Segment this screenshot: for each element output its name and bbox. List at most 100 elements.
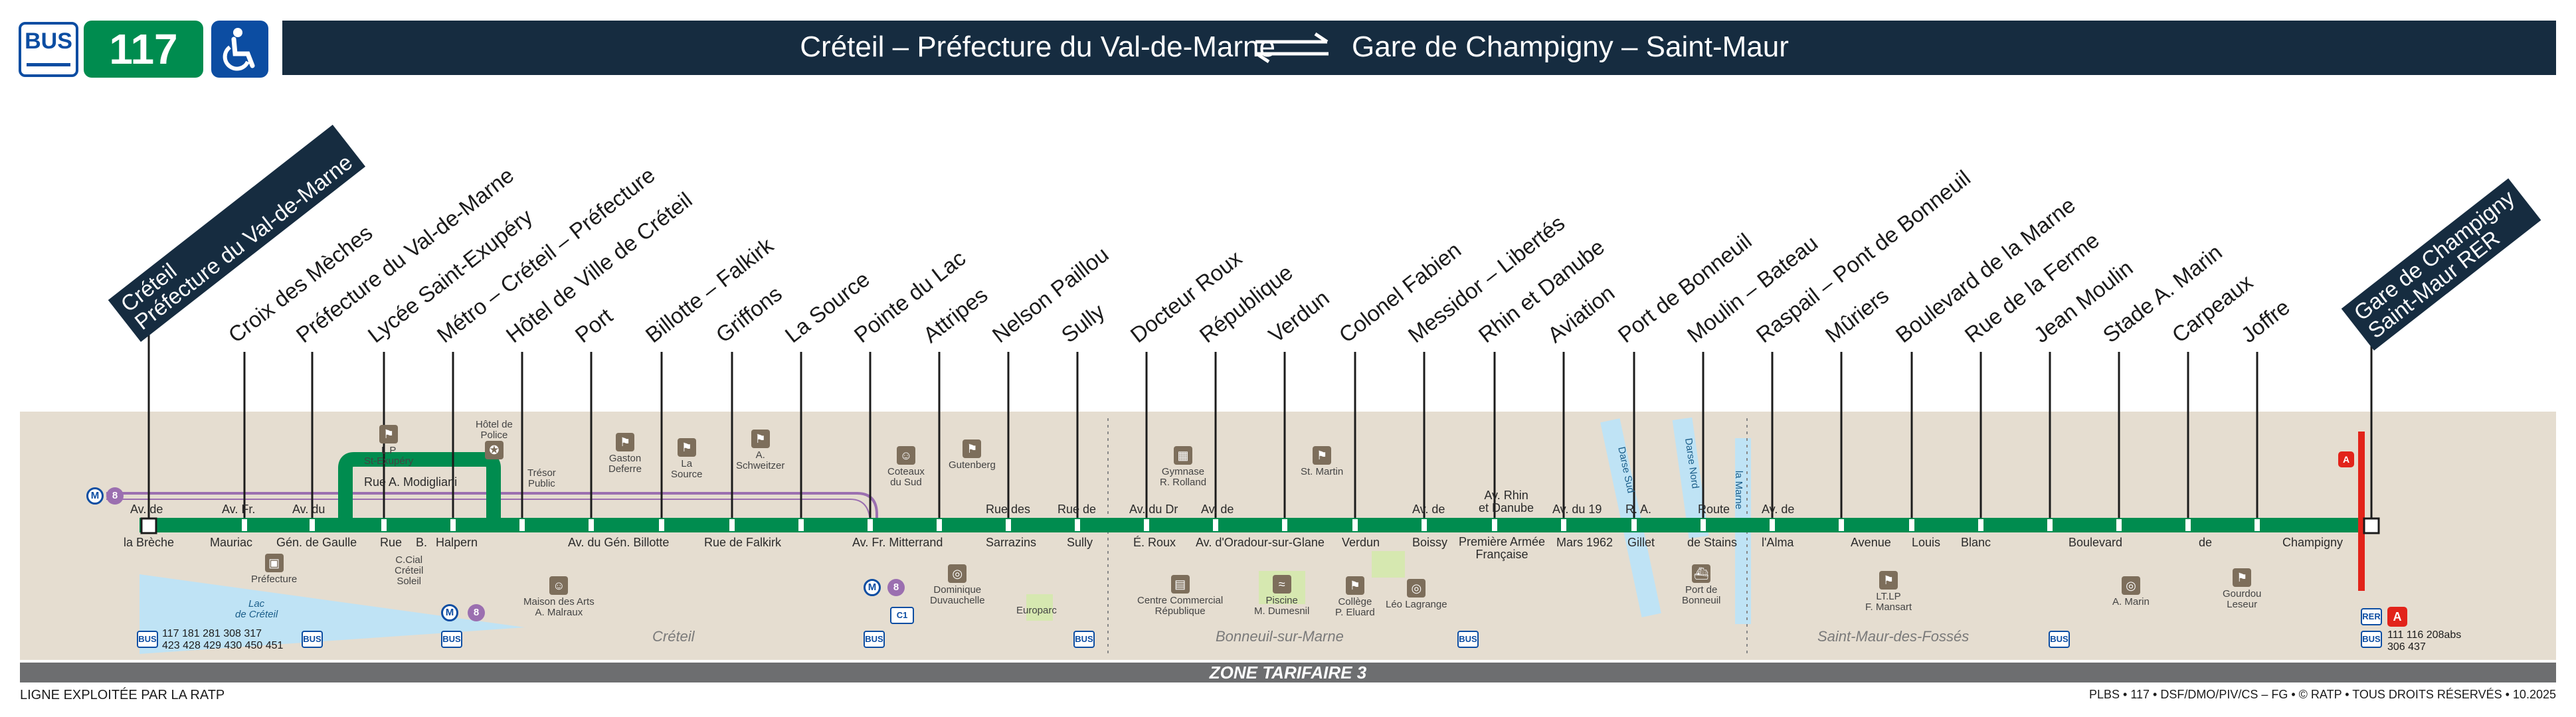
route-from: Créteil – Préfecture du Val-de-Marne — [800, 31, 1275, 63]
poi-prefecture: ▣Préfecture — [251, 554, 297, 585]
poi-maison-des-arts: ☺Maison des Arts A. Malraux — [523, 576, 595, 618]
stop-marker — [1352, 519, 1358, 531]
metro-line-badge: 8 — [887, 579, 905, 596]
poi-label: A. Schweitzer — [736, 449, 785, 471]
poi-a-marin: ◎A. Marin — [2112, 576, 2150, 607]
school-icon: ⚑ — [379, 425, 399, 443]
rer-a-icon: A — [2338, 451, 2354, 467]
building-icon: ▣ — [264, 554, 284, 572]
wheelchair-icon — [211, 21, 268, 78]
stop-marker — [2047, 519, 2053, 531]
stop-marker — [1282, 519, 1287, 531]
theatre-icon: ☺ — [549, 576, 569, 595]
stop-marker — [1213, 519, 1218, 531]
tram-connection-badge: C1 — [890, 607, 914, 624]
poi-dominique-duvauchelle: ◎Dominique Duvauchelle — [930, 564, 985, 606]
poi-lp-st-exupery: ⚑ L.P St-Exupéry — [364, 425, 413, 467]
poi-leo-lagrange: ◎Léo Lagrange — [1386, 579, 1447, 610]
boat-icon: ⛴ — [1692, 564, 1711, 583]
street-label: Route — [1698, 503, 1730, 516]
poi-label: Port de Bonneuil — [1682, 584, 1721, 606]
stop-marker — [1770, 519, 1775, 531]
shopping-icon: ▤ — [1170, 575, 1190, 594]
poi-label: Hôtel de Police — [476, 419, 513, 441]
header: BUS 117 Créteil – Préfecture du Val-de-M… — [0, 0, 2576, 86]
route-title-bar: Créteil – Préfecture du Val-de-Marne Gar… — [282, 21, 2556, 75]
poi-c-cial-creteil-soleil: C.Cial Créteil Soleil — [395, 555, 423, 587]
school-icon: ⚑ — [1313, 446, 1332, 465]
poi-college-p-eluard: ⚑Collège P. Eluard — [1335, 576, 1375, 618]
street-label: Av. de — [1762, 503, 1795, 516]
poi-coteaux-du-sud: ☺Coteaux du Sud — [887, 446, 925, 488]
water-label-marne: la Marne — [1733, 470, 1745, 510]
stop-marker — [729, 519, 735, 531]
poi-st-martin: ⚑St. Martin — [1301, 446, 1343, 477]
street-label: Sully — [1067, 536, 1093, 549]
street-label: la Brèche — [124, 536, 175, 549]
street-label: Champigny — [2282, 536, 2344, 549]
stop-marker — [1701, 519, 1706, 531]
street-label: Halpern — [436, 536, 478, 549]
stop-marker — [868, 519, 873, 531]
street-label: Boulevard — [2069, 536, 2123, 549]
street-label: B. — [416, 536, 428, 549]
street-label: l'Alma — [1762, 536, 1794, 549]
stop-marker — [242, 519, 247, 531]
metro-icon: M — [441, 604, 458, 621]
poi-port-de-bonneuil: ⛴Port de Bonneuil — [1682, 564, 1720, 606]
street-label: Gén. de Gaulle — [276, 536, 357, 549]
school-icon: ⚑ — [751, 430, 770, 448]
bus-label: BUS — [25, 29, 72, 54]
school-icon: ⚑ — [1879, 571, 1898, 590]
street-label: Av. de — [1201, 503, 1234, 516]
metro-line-badge: 8 — [468, 604, 485, 621]
rer-a-icon: A — [2387, 607, 2407, 627]
school-icon: ⚑ — [963, 439, 982, 458]
line-loop — [338, 452, 501, 524]
street-label: Av. de — [130, 503, 163, 516]
stop-marker — [1839, 519, 1844, 531]
bus-connection-badge: BUS — [1457, 631, 1479, 648]
stop-marker — [589, 519, 594, 531]
poi-label: Gaston Deferre — [608, 453, 642, 475]
street-label: É. Roux — [1133, 536, 1176, 549]
lake-shape — [139, 574, 525, 654]
area-label-bonneuil: Bonneuil-sur-Marne — [1216, 628, 1344, 645]
poi-label: Europarc — [1016, 605, 1057, 616]
street-label: R. A. — [1625, 503, 1652, 516]
street-label: Av. du Dr — [1129, 503, 1178, 516]
street-label: Rue — [380, 536, 403, 549]
street-label: Av. Fr. — [222, 503, 256, 516]
stop-marker — [1631, 519, 1637, 531]
stadium-icon: ◎ — [1407, 579, 1426, 598]
stadium-icon: ◎ — [2121, 576, 2140, 595]
line-number: 117 — [84, 21, 203, 78]
stop-marker — [937, 519, 942, 531]
operator-footer: LIGNE EXPLOITÉE PAR LA RATP — [20, 688, 225, 702]
europarc-patch — [1026, 594, 1053, 621]
poi-centre-commercial-republique: ▤Centre Commercial République — [1137, 575, 1223, 617]
poi-label: La Source — [671, 458, 703, 480]
street-label: Mars 1962 — [1556, 536, 1613, 549]
zone-tarifaire-bar: ZONE TARIFAIRE 3 — [20, 663, 2556, 682]
gym-icon: ▦ — [1174, 446, 1193, 465]
poi-gutenberg: ⚑Gutenberg — [949, 439, 996, 471]
street-label: Verdun — [1342, 536, 1380, 549]
stop-marker — [1144, 519, 1149, 531]
bidirectional-arrows-icon — [1255, 32, 1329, 64]
poi-label: L.P St-Exupéry — [364, 445, 414, 467]
poi-label: St. Martin — [1301, 466, 1344, 477]
water-label-lac: Lac de Créteil — [235, 598, 278, 620]
bus-connection-badge: BUS — [302, 631, 323, 648]
main-route-line — [139, 518, 2379, 532]
poi-label: A. Marin — [2112, 596, 2150, 607]
stop-marker — [1978, 519, 1983, 531]
terminus-end-marker — [2363, 517, 2380, 534]
rer-connection-badge: RER — [2361, 608, 2382, 625]
area-label-creteil: Créteil — [652, 628, 695, 645]
bus-connection-badge: BUS — [1073, 631, 1095, 648]
stop-marker — [1561, 519, 1566, 531]
champigny-bus-connections: 111 116 208abs 306 437 — [2387, 629, 2462, 653]
street-label: Mauriac — [210, 536, 253, 549]
green-patch — [1372, 551, 1405, 578]
